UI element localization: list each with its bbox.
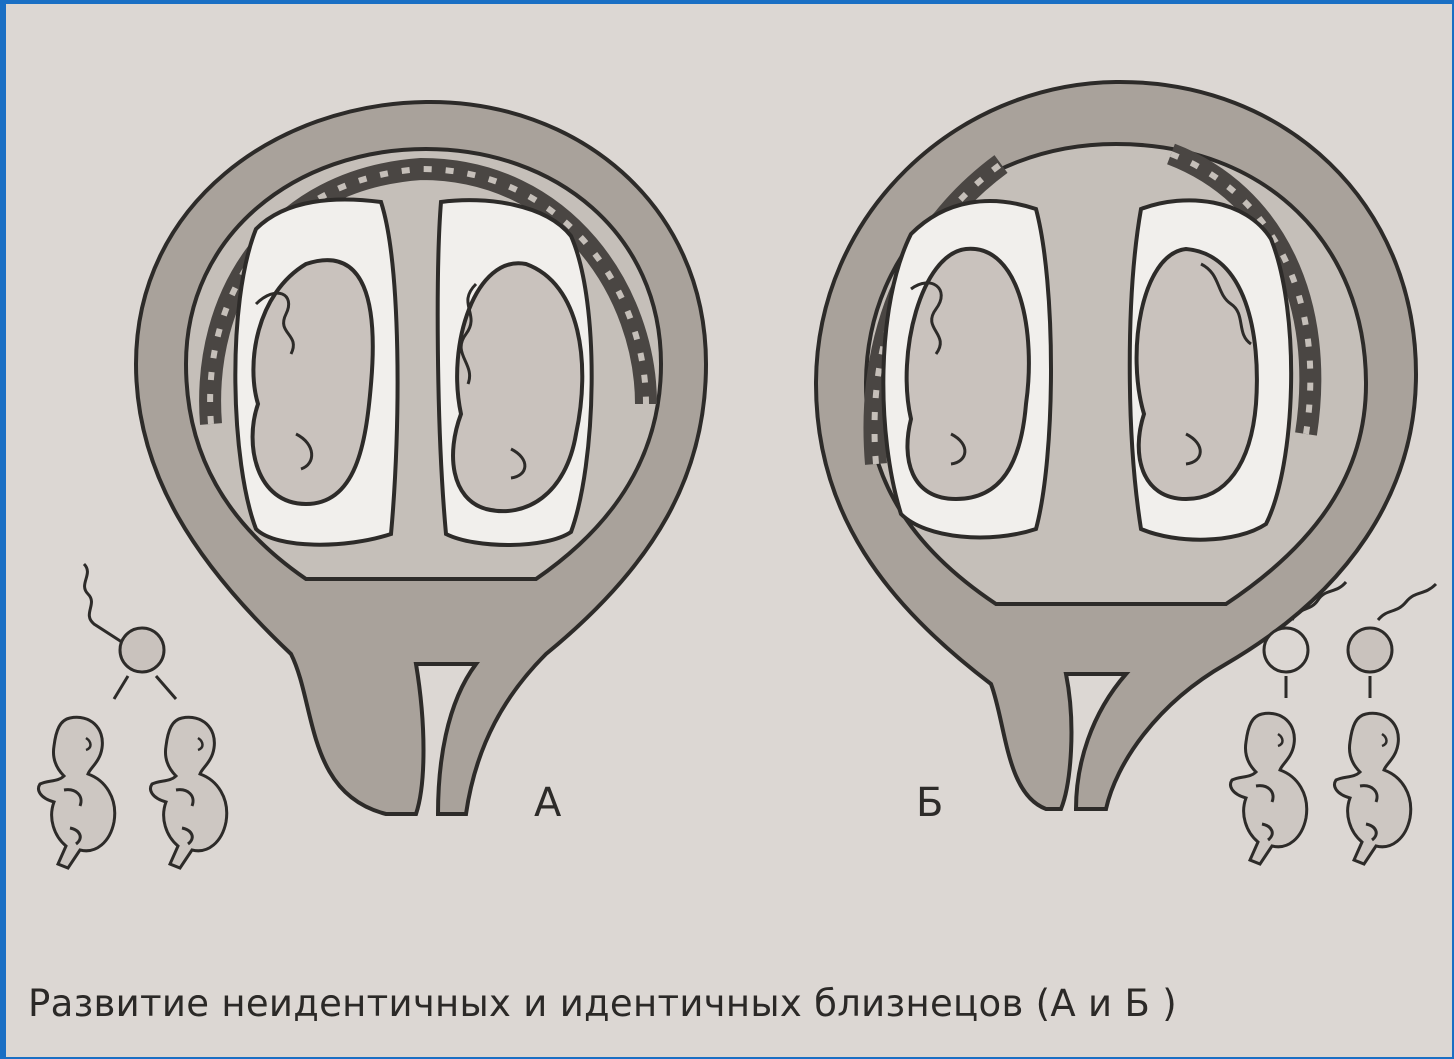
fetus-a-right — [453, 263, 582, 511]
diagram-page: А Б Развитие неидентичных и идентичных б… — [6, 4, 1452, 1057]
uterus-b — [816, 82, 1416, 809]
twins-diagram — [6, 4, 1452, 1057]
embryo-right-2 — [1335, 713, 1411, 864]
egg-right-1 — [1264, 628, 1308, 672]
egg-right-2 — [1348, 628, 1392, 672]
figure-caption: Развитие неидентичных и идентичных близн… — [28, 982, 1177, 1025]
uterus-a — [136, 102, 706, 814]
label-b: Б — [916, 780, 943, 826]
embryo-left-2 — [151, 717, 227, 868]
embryo-right-1 — [1231, 713, 1307, 864]
embryo-left-1 — [39, 717, 115, 868]
embryo-group-left — [39, 564, 227, 868]
label-a: А — [534, 780, 561, 826]
fetus-b-left — [907, 249, 1029, 499]
sperm-left — [84, 564, 128, 646]
sperm-right-2 — [1378, 584, 1436, 620]
egg-left — [120, 628, 164, 672]
